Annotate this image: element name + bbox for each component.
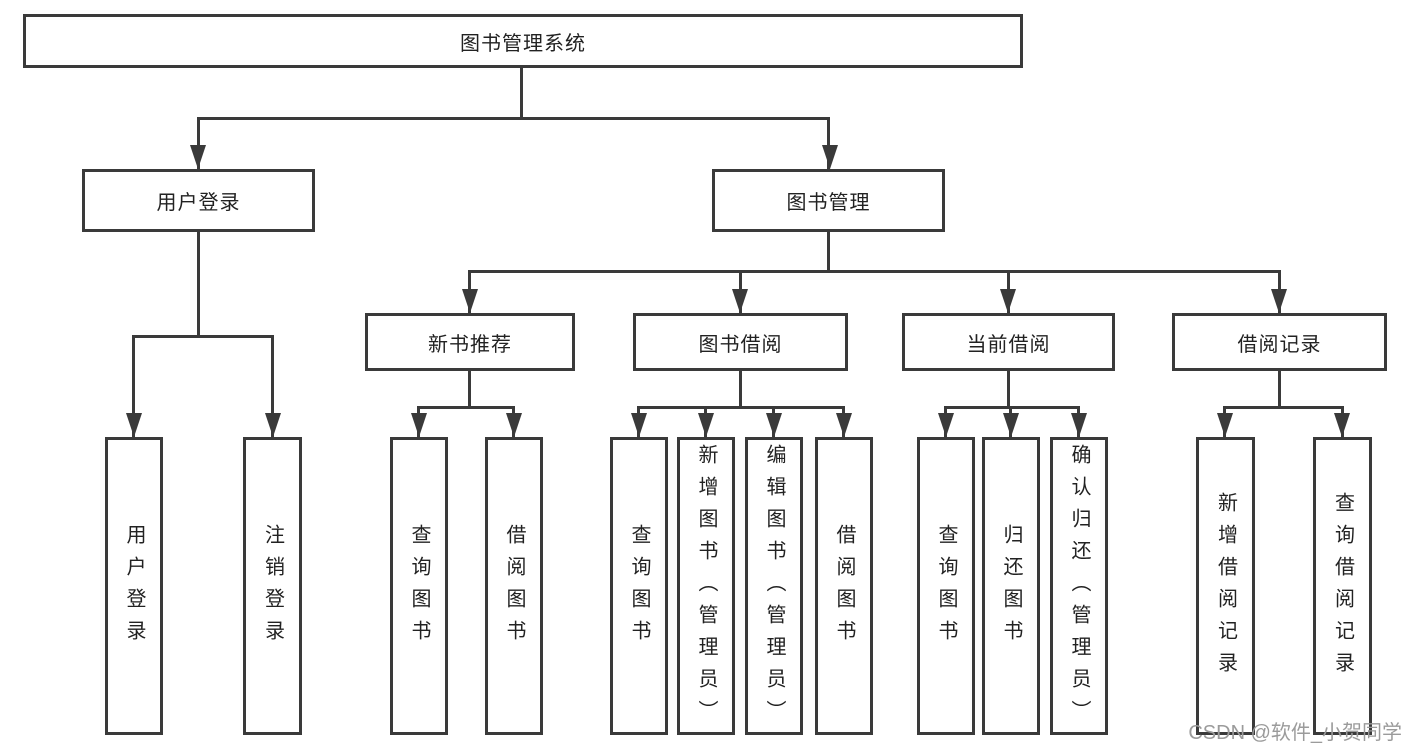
leaf-return-books: 归还图书 [982, 437, 1040, 735]
node-current-borrowing: 当前借阅 [902, 313, 1115, 371]
leaf-edit-books-admin: 编辑图书（管理员） [745, 437, 803, 735]
arrowhead [631, 413, 647, 437]
csdn-watermark: CSDN @软件_小贺同学 [1188, 722, 1402, 744]
arrowhead [265, 413, 281, 437]
connector [197, 232, 200, 335]
connector [827, 117, 830, 169]
leaf-add-books-admin: 新增图书（管理员） [677, 437, 735, 735]
arrowhead [1000, 289, 1016, 313]
arrowhead [506, 413, 522, 437]
connector [1278, 369, 1281, 406]
arrowhead [698, 413, 714, 437]
arrowhead [411, 413, 427, 437]
connector [417, 406, 515, 409]
node-user-login: 用户登录 [82, 169, 315, 232]
connector [132, 335, 274, 338]
leaf-confirm-return-admin: 确认归还（管理员） [1050, 437, 1108, 735]
arrowhead [462, 289, 478, 313]
connector [468, 369, 471, 406]
arrowhead [190, 145, 206, 169]
leaf-borrow-books-recommend: 借阅图书 [485, 437, 543, 735]
leaf-query-books-current: 查询图书 [917, 437, 975, 735]
node-new-book-recommendation: 新书推荐 [365, 313, 575, 371]
arrowhead [766, 413, 782, 437]
connector [271, 335, 274, 437]
connector [637, 406, 845, 409]
arrowhead [822, 145, 838, 169]
node-book-management: 图书管理 [712, 169, 945, 232]
connector [520, 66, 523, 117]
arrowhead [1271, 289, 1287, 313]
node-book-borrowing: 图书借阅 [633, 313, 848, 371]
leaf-borrow-books: 借阅图书 [815, 437, 873, 735]
connector [827, 232, 830, 270]
connector [197, 117, 200, 169]
connector [1223, 406, 1344, 409]
leaf-logout: 注销登录 [243, 437, 302, 735]
connector [944, 406, 1080, 409]
arrowhead [1071, 413, 1087, 437]
arrowhead [1334, 413, 1350, 437]
arrowhead [938, 413, 954, 437]
leaf-query-books-recommend: 查询图书 [390, 437, 448, 735]
arrowhead [126, 413, 142, 437]
leaf-user-login: 用户登录 [105, 437, 163, 735]
arrowhead [1217, 413, 1233, 437]
connector [468, 270, 1281, 273]
leaf-add-borrow-record: 新增借阅记录 [1196, 437, 1255, 735]
connector [1007, 369, 1010, 406]
connector [739, 369, 742, 406]
node-borrowing-records: 借阅记录 [1172, 313, 1387, 371]
connector [197, 117, 830, 120]
node-library-system: 图书管理系统 [23, 14, 1023, 68]
arrowhead [836, 413, 852, 437]
connector [132, 335, 135, 437]
arrowhead [1003, 413, 1019, 437]
arrowhead [732, 289, 748, 313]
leaf-query-books-borrow: 查询图书 [610, 437, 668, 735]
leaf-query-borrow-record: 查询借阅记录 [1313, 437, 1372, 735]
